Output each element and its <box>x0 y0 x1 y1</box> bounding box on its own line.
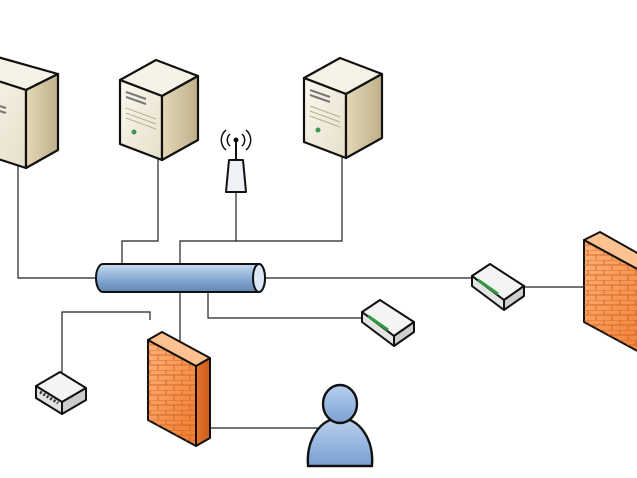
link-server-right <box>179 152 343 266</box>
link-modem-middle <box>207 290 365 319</box>
bus-cable-icon <box>95 263 266 293</box>
connection-lines <box>17 150 615 429</box>
switch-icon <box>35 371 87 415</box>
modem-icon <box>471 263 525 311</box>
user-icon <box>306 383 374 468</box>
server-left-details <box>0 105 7 114</box>
tower-server-icon <box>0 56 60 170</box>
tower-server-icon <box>118 58 200 162</box>
link-server-left <box>17 150 97 279</box>
modem-icon <box>361 299 415 347</box>
firewall-icon <box>147 331 211 447</box>
link-server-center <box>121 155 159 266</box>
firewall-icon <box>583 231 637 352</box>
link-switch-left <box>61 311 151 382</box>
tower-server-icon <box>302 56 384 160</box>
antenna-icon <box>220 129 252 193</box>
